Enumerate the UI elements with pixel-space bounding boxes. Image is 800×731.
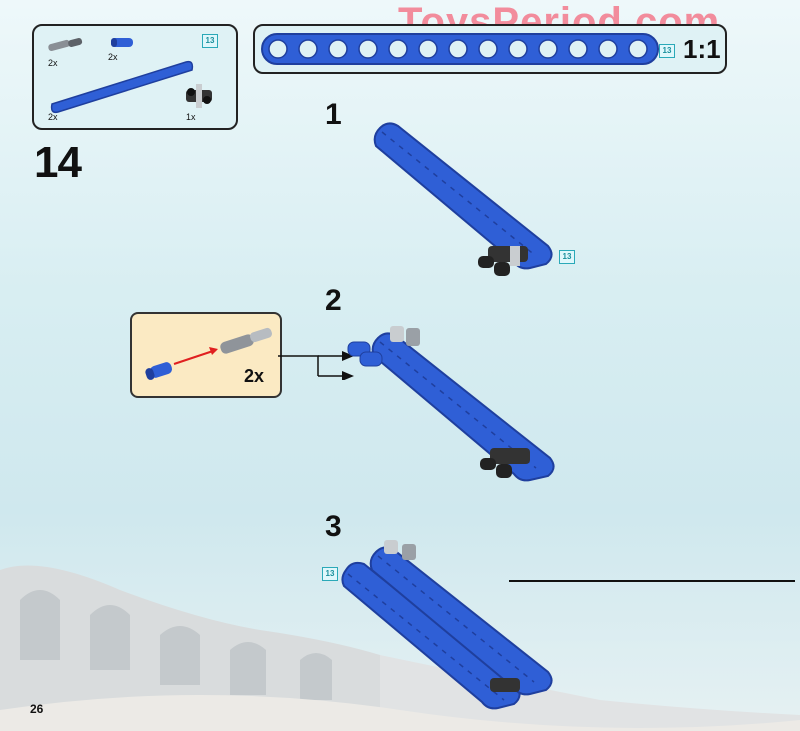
- axle-pin-blue-icon: [111, 38, 133, 47]
- liftarm-beam-icon: [50, 60, 194, 114]
- qty-axle-pin-gray: 2x: [48, 58, 58, 68]
- substep-2-number: 2: [325, 284, 342, 317]
- substep-3-assembly: [341, 540, 553, 710]
- qty-liftarm: 2x: [48, 112, 58, 122]
- connector-black-icon: [186, 84, 212, 108]
- callout-qty: 2x: [244, 366, 265, 386]
- callout-box: 2x: [130, 312, 282, 398]
- ruler-length-badge: 13: [659, 44, 675, 58]
- substep-1-assembly: [373, 122, 553, 276]
- pin-insert-diagram: [145, 327, 272, 380]
- substep-3-length-badge: 13: [322, 567, 338, 581]
- axle-pin-gray-icon: [48, 37, 83, 52]
- rock-arches-background: [0, 565, 800, 731]
- scale-ruler-panel: 13 1:1: [253, 24, 727, 74]
- substep-3-number: 3: [325, 510, 342, 543]
- callout-arrows: [278, 351, 354, 380]
- page-number: 26: [30, 702, 44, 716]
- divider-line: [509, 580, 795, 582]
- part-length-badge: 13: [202, 34, 218, 48]
- qty-axle-pin-blue: 2x: [108, 52, 118, 62]
- parts-list-panel: 2x 2x 13 2x 1x: [32, 24, 238, 130]
- main-step-number: 14: [34, 138, 82, 187]
- substep-2-assembly: [347, 326, 555, 482]
- substep-1-length-badge: 13: [559, 250, 575, 264]
- ruler-beam-1to1-icon: [261, 33, 659, 65]
- ruler-scale-label: 1:1: [683, 34, 721, 64]
- qty-connector: 1x: [186, 112, 196, 122]
- substep-1-number: 1: [325, 98, 342, 131]
